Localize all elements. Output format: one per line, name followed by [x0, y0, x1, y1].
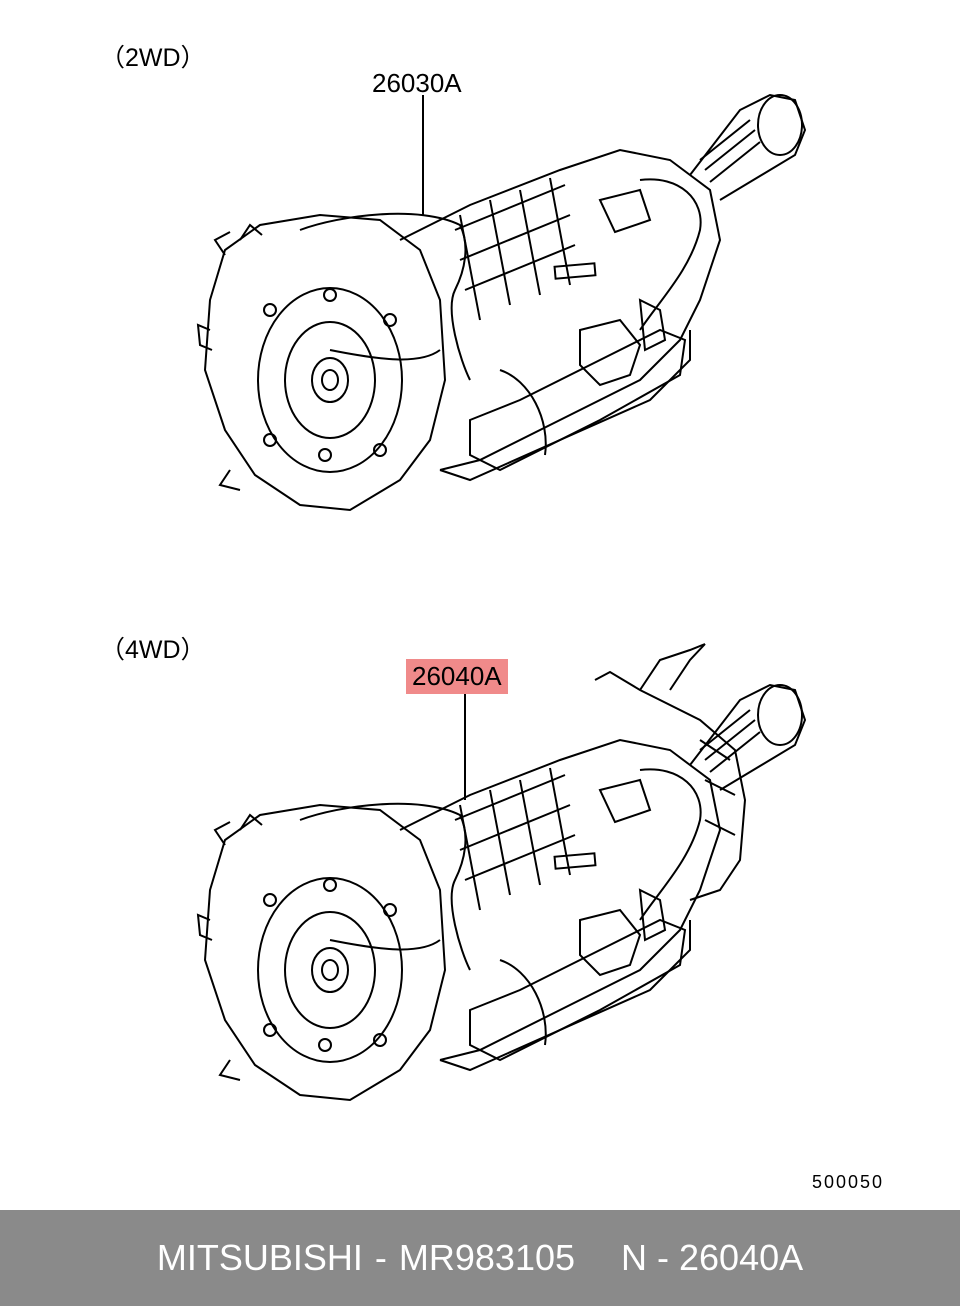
footer-bar: MITSUBISHI - MR983105 N - 26040A — [0, 1210, 960, 1306]
footer-part-ref: MR983105 — [398, 1237, 576, 1278]
footer-callout-ref: N - 26040A — [621, 1237, 804, 1278]
footer-brand: MITSUBISHI — [156, 1237, 363, 1278]
part-callout-26030a[interactable]: 26030A — [372, 68, 462, 98]
section-label-4wd: （4WD） — [100, 636, 206, 664]
diagram-code: 500050 — [812, 1172, 885, 1192]
footer-separator: - — [374, 1237, 387, 1278]
section-label-2wd: （2WD） — [100, 44, 206, 72]
part-callout-26040a-highlighted[interactable]: 26040A — [406, 659, 508, 694]
